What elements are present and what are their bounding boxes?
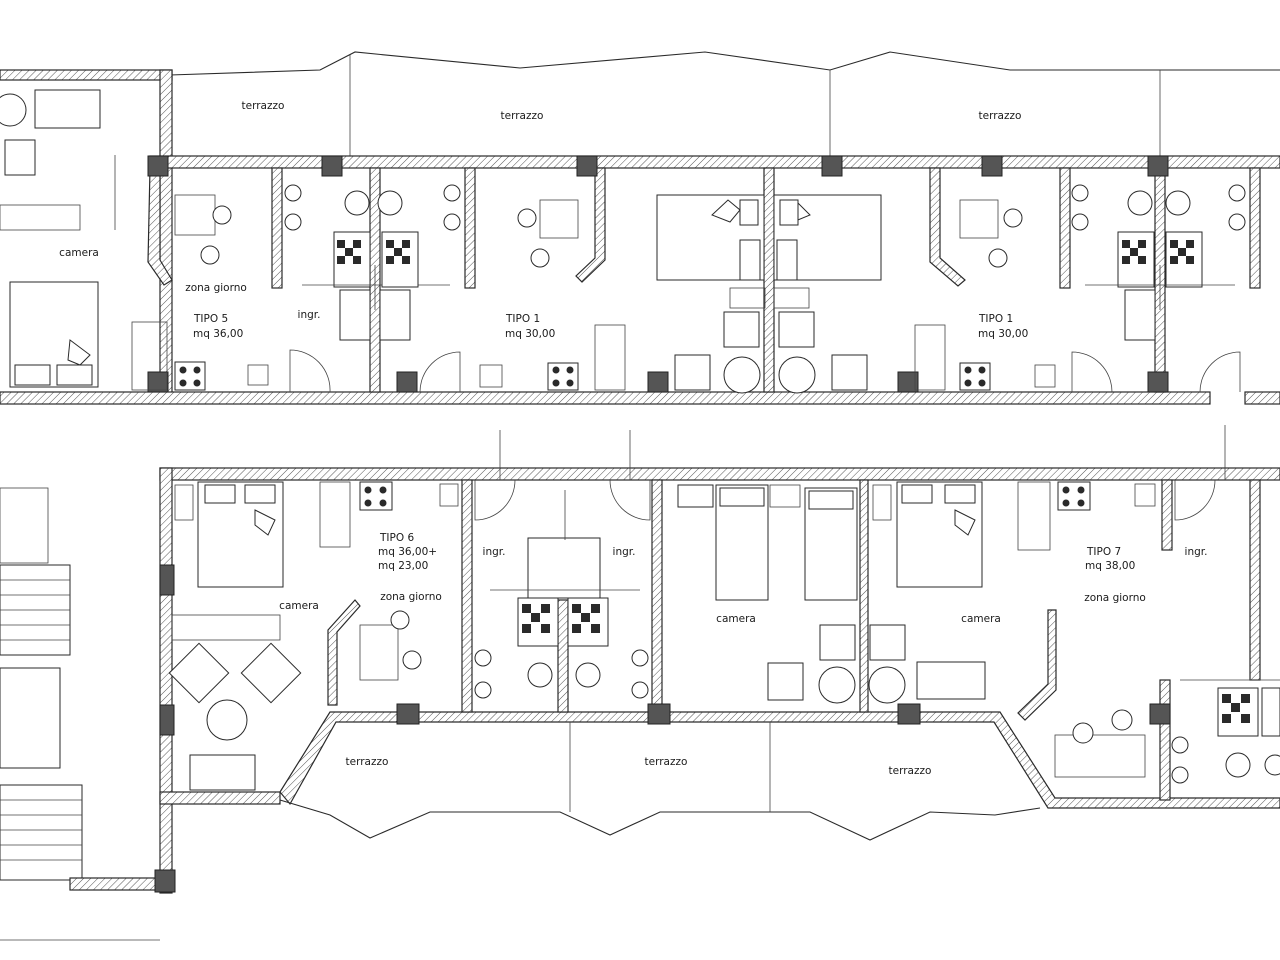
unit-area-label: mq 30,00 [505,328,555,340]
room-label-camera: camera [716,613,756,625]
room-label-zona-giorno: zona giorno [380,591,442,603]
unit-area-label: mq 23,00 [378,560,428,572]
entrance-label: ingr. [483,546,506,558]
room-label-camera: camera [279,600,319,612]
room-label-zona-giorno: zona giorno [185,282,247,294]
unit-area-label: mq 36,00 [193,328,243,340]
terrace-label: terrazzo [979,110,1022,122]
unit-type-label: TIPO 6 [379,532,414,544]
unit-area-label: mq 38,00 [1085,560,1135,572]
unit-type-label: TIPO 1 [505,313,540,325]
terrace-label: terrazzo [242,100,285,112]
entrance-label: ingr. [298,309,321,321]
room-label-camera: camera [961,613,1001,625]
room-label-zona-giorno: zona giorno [1084,592,1146,604]
top-north-wall [149,155,1280,169]
room-label-camera: camera [59,247,99,259]
unit-type-label: TIPO 7 [1086,546,1121,558]
unit-area-label: mq 36,00+ [378,546,437,558]
terrace-label: terrazzo [889,765,932,777]
entrance-label: ingr. [613,546,636,558]
terrace-label: terrazzo [645,756,688,768]
unit-type-label: TIPO 1 [978,313,1013,325]
top-terrace-outline [0,51,1280,76]
unit-type-label: TIPO 5 [193,313,228,325]
bottom-south-wall [279,711,1280,809]
top-south-wall [0,391,1211,405]
entrance-label: ingr. [1185,546,1208,558]
unit-area-label: mq 30,00 [978,328,1028,340]
terrace-label: terrazzo [346,756,389,768]
bottom-north-wall [159,467,1280,481]
room-labels: terrazzo terrazzo terrazzo camera zona g… [59,100,1207,777]
terrace-label: terrazzo [501,110,544,122]
bottom-block [0,425,1280,941]
top-block [0,51,1280,405]
